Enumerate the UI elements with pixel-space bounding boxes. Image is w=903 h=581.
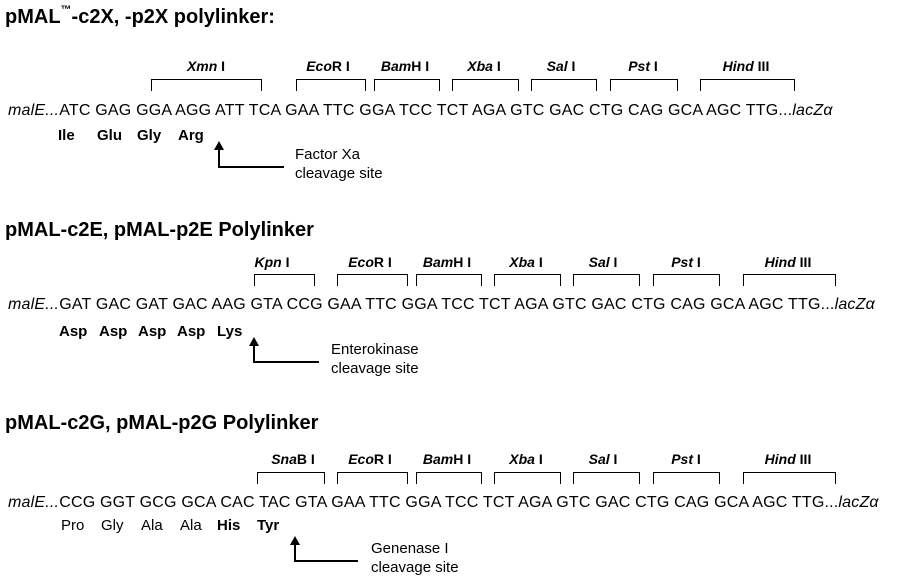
seq-body: GAT GAC GAT GAC AAG GTA CCG GAA TTC GGA … (59, 296, 835, 313)
bracket-snab1 (257, 472, 325, 484)
seq-prefix: malE... (8, 296, 60, 313)
site-xba1: Xba I (509, 451, 543, 467)
seq-suffix: lacZα (792, 102, 833, 119)
seq-body: CCG GGT GCG GCA CAC TAC GTA GAA TTC GGA … (59, 494, 839, 511)
amino-acid: Ala (141, 517, 163, 534)
cleavage-arrow-stem (294, 544, 296, 562)
site-ecor1: EcoR I (348, 254, 392, 270)
bracket-sal1 (573, 274, 640, 286)
site-sal1: Sal I (588, 254, 618, 270)
amino-acid: Ala (180, 517, 202, 534)
amino-acid: His (217, 517, 241, 534)
bracket-sal1 (531, 79, 597, 91)
cleavage-arrow-head (290, 536, 300, 545)
site-kpn1: Kpn I (254, 254, 290, 270)
amino-acid: Arg (178, 127, 204, 144)
cleavage-arrow-stem (218, 149, 220, 168)
amino-acid: Ile (58, 127, 75, 144)
cleavage-arrow-line (294, 560, 358, 562)
bracket-kpn1 (254, 274, 315, 286)
seq-prefix: malE... (8, 102, 60, 119)
amino-acid: Pro (61, 517, 85, 534)
bracket-hind3 (743, 274, 836, 286)
site-snab1: SnaB I (271, 451, 315, 467)
dna-sequence: malE...ATC GAG GGA AGG ATT TCA GAA TTC G… (8, 102, 833, 120)
cleavage-arrow-stem (253, 345, 255, 363)
dna-sequence: malE...CCG GGT GCG GCA CAC TAC GTA GAA T… (8, 494, 879, 512)
amino-acid: Gly (101, 517, 124, 534)
site-bamh1: BamH I (422, 451, 472, 467)
site-bamh1: BamH I (422, 254, 472, 270)
section-title: pMAL-c2G, pMAL-p2G Polylinker (5, 412, 319, 434)
bracket-bamh1 (416, 274, 482, 286)
site-ecor1: EcoR I (306, 58, 350, 74)
seq-suffix: lacZα (834, 296, 875, 313)
amino-acid: Gly (137, 127, 162, 144)
bracket-bamh1 (374, 79, 440, 91)
bracket-xba1 (494, 472, 561, 484)
bracket-hind3 (743, 472, 836, 484)
bracket-bamh1 (416, 472, 482, 484)
amino-acid: Asp (138, 323, 167, 340)
cleavage-arrow-line (253, 361, 319, 363)
section-title: pMAL™-c2X, -p2X polylinker: (5, 4, 275, 29)
site-pst1: Pst I (628, 58, 658, 74)
section-c2e: pMAL-c2E, pMAL-p2E Polylinker Kpn I EcoR… (0, 195, 903, 385)
section-c2x: pMAL™-c2X, -p2X polylinker: Xmn I EcoR I… (0, 0, 903, 195)
bracket-hind3 (700, 79, 795, 91)
site-pst1: Pst I (671, 254, 701, 270)
seq-suffix: lacZα (838, 494, 879, 511)
site-ecor1: EcoR I (348, 451, 392, 467)
site-hind3: Hind III (722, 58, 770, 74)
bracket-ecor1 (337, 472, 408, 484)
amino-acid: Asp (177, 323, 206, 340)
site-sal1: Sal I (546, 58, 576, 74)
title-main: pMAL (5, 6, 61, 28)
amino-acid: Lys (217, 323, 243, 340)
section-c2g: pMAL-c2G, pMAL-p2G Polylinker SnaB I Eco… (0, 385, 903, 581)
bracket-xba1 (494, 274, 561, 286)
site-xba1: Xba I (509, 254, 543, 270)
bracket-pst1 (653, 274, 720, 286)
bracket-ecor1 (337, 274, 408, 286)
site-bamh1: BamH I (380, 58, 430, 74)
cleavage-arrow-head (249, 337, 259, 346)
bracket-xba1 (452, 79, 519, 91)
dna-sequence: malE...GAT GAC GAT GAC AAG GTA CCG GAA T… (8, 296, 875, 314)
title-rest: -c2X, -p2X polylinker: (71, 6, 275, 28)
bracket-pst1 (653, 472, 720, 484)
site-hind3: Hind III (764, 451, 812, 467)
seq-body: ATC GAG GGA AGG ATT TCA GAA TTC GGA TCC … (59, 102, 793, 119)
bracket-xmn1 (151, 79, 262, 91)
site-xba1: Xba I (467, 58, 501, 74)
amino-acid: Asp (99, 323, 128, 340)
amino-acid: Tyr (257, 517, 280, 534)
cleavage-arrow-head (214, 141, 224, 150)
site-xmn1: Xmn I (186, 58, 226, 74)
section-title: pMAL-c2E, pMAL-p2E Polylinker (5, 219, 314, 241)
site-hind3: Hind III (764, 254, 812, 270)
amino-acid: Asp (59, 323, 88, 340)
trademark-mark: ™ (60, 4, 72, 17)
amino-acid: Glu (97, 127, 122, 144)
bracket-ecor1 (296, 79, 366, 91)
bracket-sal1 (573, 472, 640, 484)
site-pst1: Pst I (671, 451, 701, 467)
cleavage-arrow-line (218, 166, 284, 168)
bracket-pst1 (610, 79, 678, 91)
seq-prefix: malE... (8, 494, 60, 511)
site-sal1: Sal I (588, 451, 618, 467)
